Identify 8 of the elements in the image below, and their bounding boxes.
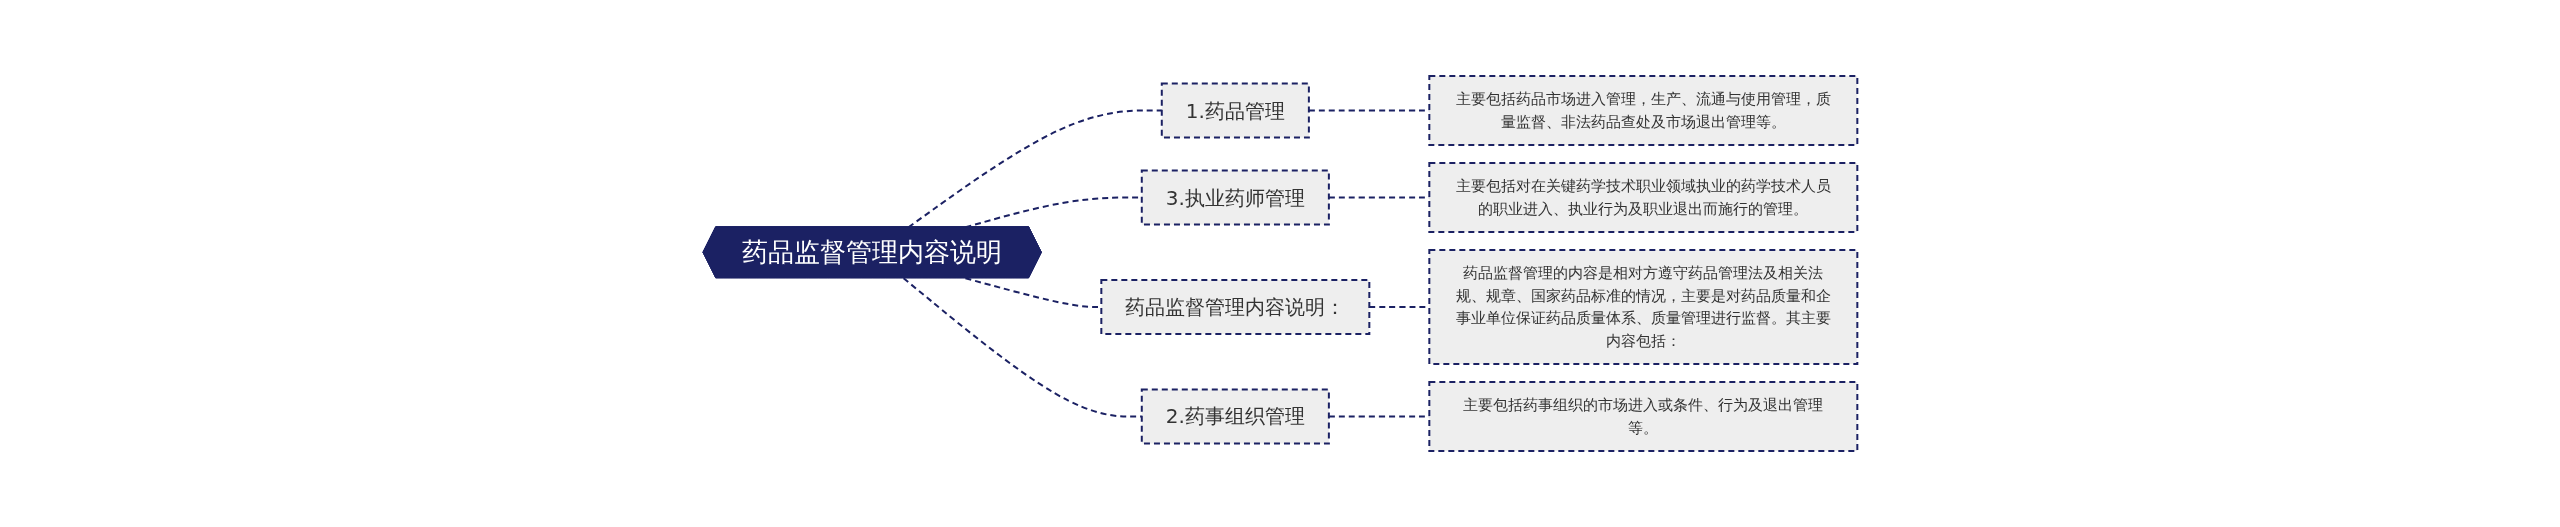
node-box: 3.执业药师管理 — [1140, 169, 1330, 226]
node-box: 主要包括药品市场进入管理，生产、流通与使用管理，质量监督、非法药品查处及市场退出管理等。 — [1428, 75, 1859, 146]
node-box: 主要包括药事组织的市场进入或条件、行为及退出管理等。 — [1428, 381, 1859, 452]
node-box: 主要包括对在关键药学技术职业领域执业的药学技术人员的职业进入、执业行为及职业退出而施行的管理。 — [1428, 162, 1859, 233]
node-box: 药品监督管理的内容是相对方遵守药品管理法及相关法规、规章、国家药品标准的情况，主要是对药品质量和企事业单位保证药品质量体系、质量管理进行监督。其主要内容包括： — [1428, 249, 1859, 365]
node-box: 1.药品管理 — [1160, 82, 1310, 139]
node-box: 药品监督管理内容说明： — [1100, 279, 1371, 335]
node-box: 2.药事组织管理 — [1140, 388, 1330, 445]
